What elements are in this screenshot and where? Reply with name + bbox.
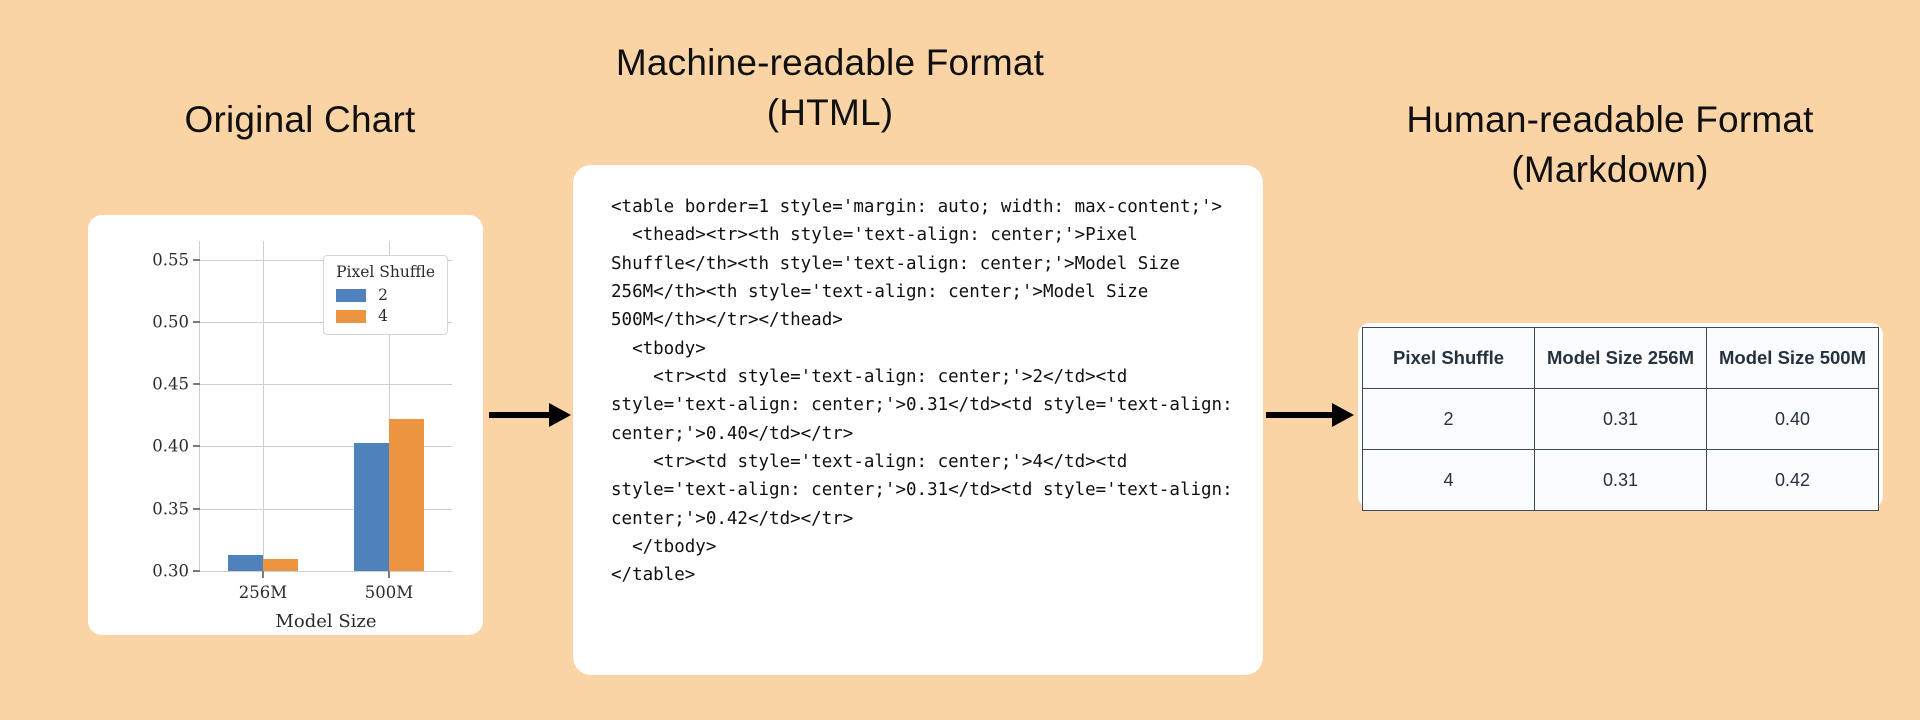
table-cell: 0.40: [1706, 388, 1879, 450]
legend-swatch-icon: [336, 309, 367, 323]
table-cell: 4: [1362, 449, 1535, 511]
html-code-block: <table border=1 style='margin: auto; wid…: [611, 197, 1233, 586]
table-cell: 2: [1362, 388, 1535, 450]
table-cell: 0.31: [1534, 449, 1707, 511]
y-tick-label: 0.55: [152, 250, 189, 270]
gridline-horizontal: [200, 384, 452, 386]
gridline-horizontal: [200, 446, 452, 448]
arrow-chart-to-html-icon: [489, 400, 571, 430]
legend-title: Pixel Shuffle: [336, 263, 435, 281]
heading-human-readable-format: Human-readable Format (Markdown): [1406, 99, 1814, 190]
gridline-horizontal: [200, 571, 452, 572]
table-header-cell: Pixel Shuffle: [1362, 327, 1535, 389]
legend-entry: 4: [336, 307, 435, 325]
table-cell: 0.31: [1534, 388, 1707, 450]
original-chart-card: 0.30 0.35 0.40 0.45 0.50 0.55 256M 500M Model …: [88, 215, 483, 635]
y-tick-mark: [193, 507, 200, 510]
table-header-cell: Model Size 500M: [1706, 327, 1879, 389]
bar-256M-series-2: [227, 554, 263, 571]
y-axis-line: [199, 241, 200, 571]
legend-label: 4: [378, 307, 388, 325]
legend-swatch-icon: [336, 288, 367, 302]
chart-plot-area: 0.30 0.35 0.40 0.45 0.50 0.55 256M 500M Model …: [152, 241, 452, 632]
legend-entry: 2: [336, 286, 435, 304]
gridline-vertical: [389, 241, 390, 571]
bar-500M-series-4: [389, 419, 425, 571]
x-axis-title: Model Size: [275, 611, 377, 632]
y-tick-label: 0.50: [152, 312, 189, 332]
y-tick-mark: [193, 258, 200, 261]
y-tick-label: 0.40: [152, 436, 189, 456]
gridline-horizontal: [200, 508, 452, 510]
legend-label: 2: [378, 286, 388, 304]
bar-chart: 0.30 0.35 0.40 0.45 0.50 0.55 256M 500M Model …: [152, 241, 452, 632]
x-tick-label: 500M: [364, 583, 414, 602]
table-cell: 0.42: [1706, 449, 1879, 511]
bar-256M-series-4: [263, 558, 299, 571]
y-tick-mark: [193, 320, 200, 323]
y-tick-label: 0.45: [152, 374, 189, 394]
x-tick-mark: [388, 571, 390, 578]
y-tick-mark: [193, 445, 200, 448]
heading-machine-readable-format: Machine-readable Format (HTML): [615, 42, 1045, 133]
heading-original-chart: Original Chart: [184, 99, 416, 140]
html-code-card: <table border=1 style='margin: auto; wid…: [573, 165, 1263, 675]
table-header-cell: Model Size 256M: [1534, 327, 1707, 389]
y-tick-mark: [193, 570, 200, 572]
y-tick-label: 0.35: [152, 499, 189, 519]
y-tick-label: 0.30: [152, 561, 189, 581]
y-tick-mark: [193, 383, 200, 386]
arrow-html-to-markdown-icon: [1266, 400, 1354, 430]
bar-500M-series-2: [353, 442, 389, 571]
x-tick-mark: [262, 571, 264, 578]
x-tick-label: 256M: [238, 583, 288, 602]
gridline-vertical: [263, 241, 264, 571]
